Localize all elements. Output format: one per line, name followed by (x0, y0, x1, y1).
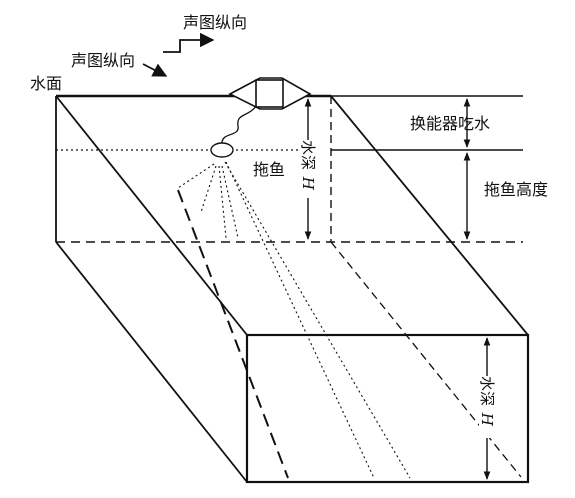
sonar-direction-arrow-1 (163, 32, 215, 53)
label-depth-symbol-back: H (299, 176, 317, 191)
box-outline (55, 94, 530, 484)
label-water-depth-back: 水深 (299, 140, 317, 170)
transducer-vessel (228, 77, 312, 110)
towfish-body (210, 142, 234, 158)
label-depth-symbol-front: H (478, 412, 496, 427)
label-water-surface: 水面 (30, 74, 62, 93)
sonar-direction-arrows (142, 32, 215, 77)
label-towfish-height: 拖鱼高度 (484, 180, 548, 199)
svg-text:水深 H: 水深 H (478, 376, 496, 427)
nadir-track-dashed (177, 189, 289, 479)
front-face (245, 333, 530, 484)
svg-text:水深 H: 水深 H (299, 140, 317, 191)
hidden-right-diagonal (330, 241, 522, 478)
left-bottom-diagonal (55, 241, 248, 483)
label-towfish: 拖鱼 (253, 160, 285, 179)
tow-cable (221, 102, 259, 144)
label-sonar-longitudinal-top: 声图纵向 (183, 13, 247, 32)
label-transducer-draft: 换能器吃水 (410, 114, 490, 133)
label-water-depth-front: 水深 (478, 376, 496, 406)
right-top-diagonal (330, 95, 529, 336)
sonar-beams (177, 161, 411, 479)
left-top-diagonal (55, 95, 248, 336)
sonar-direction-arrow-2 (142, 63, 168, 77)
label-sonar-longitudinal-left: 声图纵向 (71, 51, 135, 70)
